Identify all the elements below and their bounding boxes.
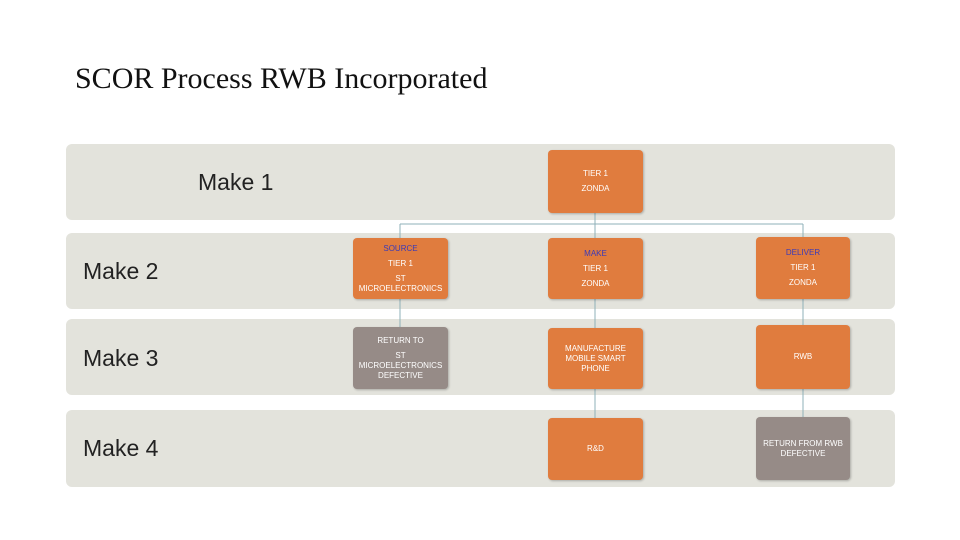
row-label-make-2: Make 2: [83, 258, 159, 284]
row-label-make-1: Make 1: [198, 169, 274, 195]
row-label-make-3: Make 3: [83, 345, 159, 371]
row-label-make-4: Make 4: [83, 435, 159, 461]
node-rwb: RWB: [756, 325, 850, 389]
node-deliver: DELIVER TIER 1 ZONDA: [756, 237, 850, 299]
node-make: MAKE TIER 1 ZONDA: [548, 238, 643, 299]
page-title: SCOR Process RWB Incorporated: [75, 62, 488, 95]
node-source: SOURCE TIER 1 ST MICROELECTRONICS: [353, 238, 448, 299]
node-manufacture: MANUFACTURE MOBILE SMART PHONE: [548, 328, 643, 389]
row-band-make-1: [66, 144, 895, 220]
node-return-to-st: RETURN TO ST MICROELECTRONICS DEFECTIVE: [353, 327, 448, 389]
node-rnd: R&D: [548, 418, 643, 480]
node-return-from-rwb: RETURN FROM RWB DEFECTIVE: [756, 417, 850, 480]
node-tier1-zonda: TIER 1 ZONDA: [548, 150, 643, 213]
